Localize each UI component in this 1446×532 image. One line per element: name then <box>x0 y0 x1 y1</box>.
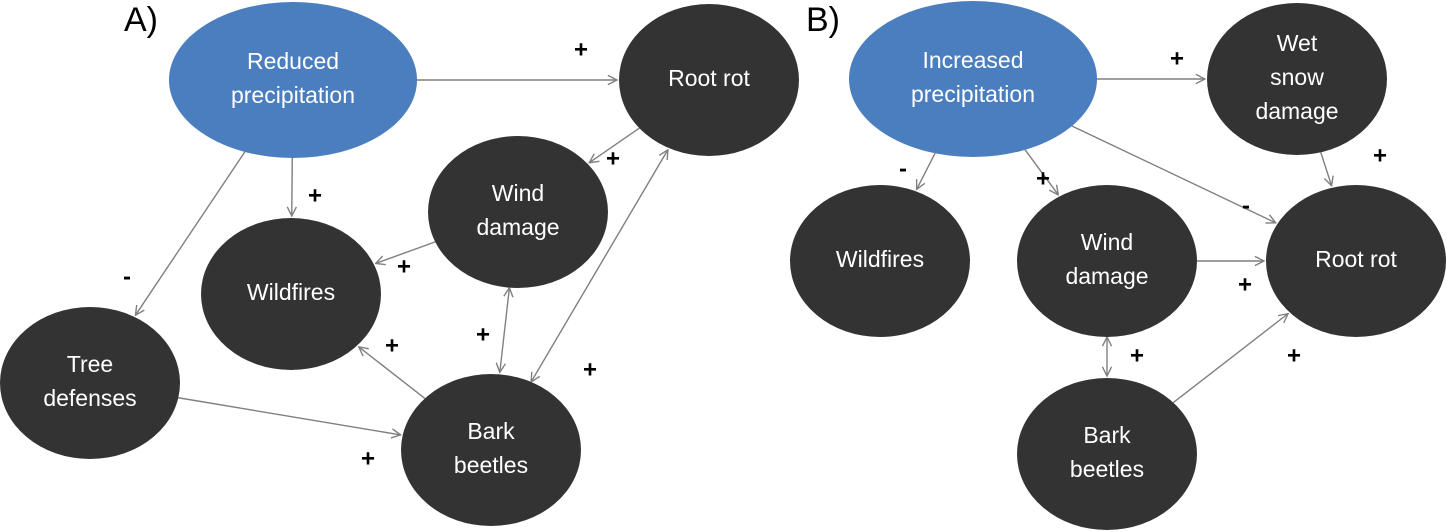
node-b-rootrot: Root rot <box>1266 185 1446 337</box>
node-label-b-precip-0: Increased <box>922 47 1023 73</box>
node-label-b-wind-0: Wind <box>1081 229 1133 255</box>
node-shape-b-precip <box>849 1 1097 157</box>
edge-sign-a-precip-to-a-wildfires: + <box>308 182 322 209</box>
edge-a-wind-to-a-wildfires <box>376 241 436 264</box>
node-label-b-snow-1: snow <box>1270 64 1324 90</box>
signs-layer: + + - + + + + + + + - + - + + + + <box>123 36 1387 472</box>
edge-a-bark-to-a-rootrot <box>531 150 668 382</box>
node-shape-b-wind <box>1017 185 1197 337</box>
node-a-wind: Wind damage <box>428 136 608 288</box>
edge-b-bark-to-b-rootrot <box>1172 314 1288 404</box>
panel-label-1: B) <box>806 1 840 39</box>
node-label-a-rootrot-0: Root rot <box>668 65 750 91</box>
edge-sign-a-precip-to-a-rootrot: + <box>574 36 588 63</box>
node-shape-a-wildfires <box>201 218 381 370</box>
edge-b-precip-to-b-wildfires <box>917 152 936 189</box>
node-label-a-tree-1: defenses <box>43 385 136 411</box>
node-shape-a-rootrot <box>619 4 799 156</box>
node-label-a-precip-1: precipitation <box>231 82 355 108</box>
edge-sign-b-wind-to-b-bark: + <box>1130 342 1144 369</box>
node-b-precip: Increased precipitation <box>849 1 1097 157</box>
edge-a-wind-to-a-bark <box>500 288 510 373</box>
edge-a-precip-to-a-tree <box>135 151 246 315</box>
node-label-b-precip-1: precipitation <box>911 81 1035 107</box>
edge-sign-b-bark-to-b-rootrot: + <box>1287 342 1301 369</box>
edge-a-bark-to-a-wildfires <box>359 347 426 399</box>
edge-sign-b-precip-to-b-snow: + <box>1170 45 1184 72</box>
node-label-b-bark-1: beetles <box>1070 456 1144 482</box>
edge-sign-b-precip-to-b-rootrot: - <box>1242 192 1250 219</box>
node-shape-b-rootrot <box>1266 185 1446 337</box>
edge-a-tree-to-a-bark <box>178 397 400 435</box>
edge-sign-b-wind-to-b-rootrot: + <box>1238 271 1252 298</box>
node-label-b-snow-0: Wet <box>1277 30 1318 56</box>
node-label-a-wind-0: Wind <box>492 180 544 206</box>
node-b-bark: Bark beetles <box>1017 378 1197 530</box>
edge-sign-a-bark-to-a-wildfires: + <box>385 332 399 359</box>
node-shape-b-snow <box>1207 3 1387 155</box>
edge-sign-a-tree-to-a-bark: + <box>361 445 375 472</box>
node-shape-a-precip <box>169 2 417 158</box>
node-label-a-precip-0: Reduced <box>247 48 339 74</box>
edge-sign-a-wind-to-a-wildfires: + <box>397 253 411 280</box>
node-shape-a-tree <box>0 307 180 459</box>
panel-label-0: A) <box>124 1 158 39</box>
node-a-rootrot: Root rot <box>619 4 799 156</box>
node-b-wildfires: Wildfires <box>790 185 970 337</box>
node-label-b-bark-0: Bark <box>1083 422 1131 448</box>
panel-labels-layer: A) B) <box>124 1 840 39</box>
node-label-b-rootrot-0: Root rot <box>1315 246 1397 272</box>
edge-b-precip-to-b-wind <box>1024 149 1058 195</box>
node-label-a-wildfires-0: Wildfires <box>247 279 335 305</box>
edge-sign-b-precip-to-b-wind: + <box>1036 165 1050 192</box>
edge-a-precip-to-a-wildfires <box>292 157 293 216</box>
node-label-a-wind-1: damage <box>476 214 559 240</box>
edge-sign-a-rootrot-to-a-wind: + <box>606 145 620 172</box>
node-label-b-snow-2: damage <box>1255 98 1338 124</box>
node-shape-a-bark <box>401 374 581 526</box>
node-shape-a-wind <box>428 136 608 288</box>
node-b-snow: Wet snow damage <box>1207 3 1387 155</box>
node-a-bark: Bark beetles <box>401 374 581 526</box>
edge-sign-b-precip-to-b-wildfires: - <box>899 155 907 182</box>
node-shape-b-bark <box>1017 378 1197 530</box>
node-a-tree: Tree defenses <box>0 307 180 459</box>
node-b-wind: Wind damage <box>1017 185 1197 337</box>
node-label-b-wind-1: damage <box>1065 263 1148 289</box>
edge-b-precip-to-b-rootrot <box>1071 125 1276 223</box>
node-label-a-tree-0: Tree <box>67 351 113 377</box>
edge-b-snow-to-b-rootrot <box>1320 152 1332 185</box>
edge-sign-a-precip-to-a-tree: - <box>123 263 131 290</box>
node-a-precip: Reduced precipitation <box>169 2 417 158</box>
edge-sign-a-wind-to-a-bark: + <box>476 321 490 348</box>
node-label-a-bark-1: beetles <box>454 452 528 478</box>
node-a-wildfires: Wildfires <box>201 218 381 370</box>
edge-sign-a-bark-to-a-rootrot: + <box>583 356 597 383</box>
node-label-b-wildfires-0: Wildfires <box>836 246 924 272</box>
edge-sign-b-snow-to-b-rootrot: + <box>1373 142 1387 169</box>
node-shape-b-wildfires <box>790 185 970 337</box>
edges-layer <box>135 79 1331 435</box>
node-label-a-bark-0: Bark <box>467 418 515 444</box>
